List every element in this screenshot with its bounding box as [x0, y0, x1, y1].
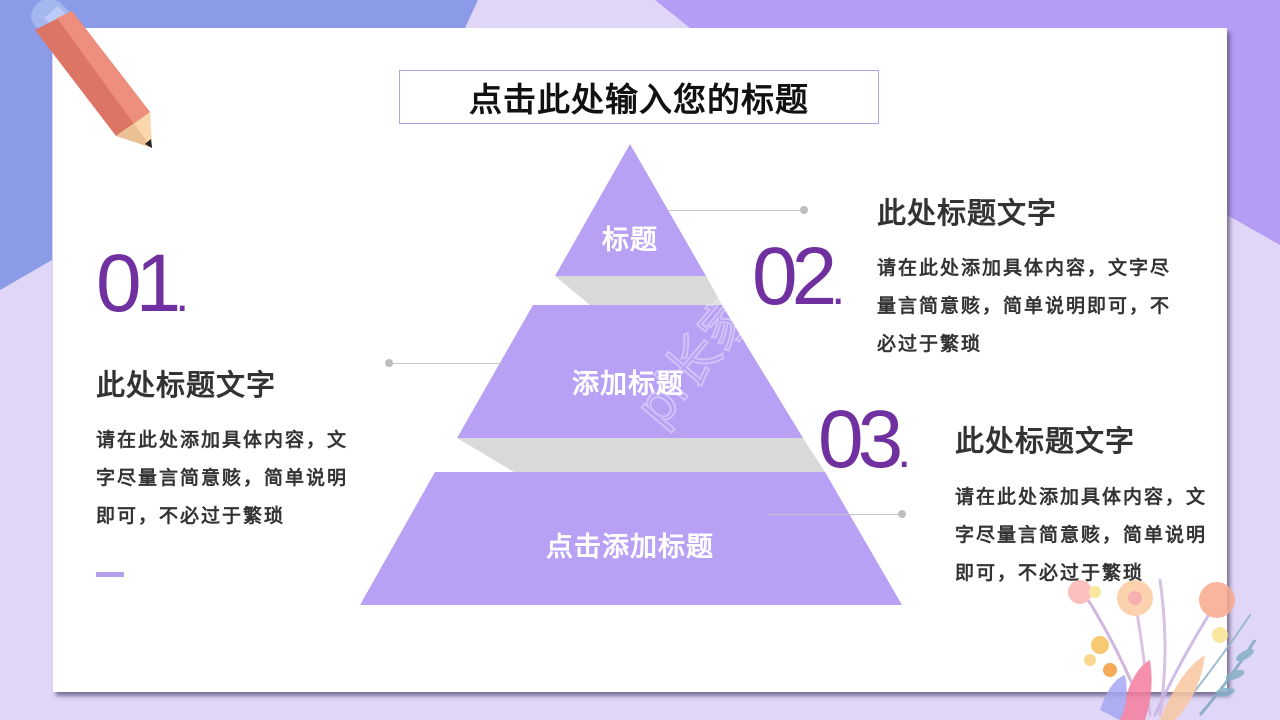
- pyramid-tier-1: [555, 144, 706, 276]
- flower-bouquet-icon: [1068, 578, 1257, 720]
- connector-dot-2: [385, 359, 393, 367]
- item-1-number: 01.: [96, 243, 189, 325]
- pyramid-tier-3-label[interactable]: 点击添加标题: [546, 532, 714, 563]
- item-3-line-2: 字尽量言简意赅，简单说明: [955, 524, 1208, 546]
- pyramid-band-1: [555, 276, 722, 305]
- item-1-body[interactable]: 请在此处添加具体内容，文 字尽量言简意赅，简单说明 即可，不必过于繁琐: [96, 421, 376, 535]
- item-3-number: 03.: [818, 399, 911, 481]
- item-2-body[interactable]: 请在此处添加具体内容，文字尽 量言简意赅，简单说明即可，不 必过于繁琐: [877, 249, 1207, 363]
- item-3-line-3: 即可，不必过于繁琐: [955, 562, 1145, 584]
- item-2-number-dot: .: [831, 259, 846, 315]
- item-3-body[interactable]: 请在此处添加具体内容，文 字尽量言简意赅，简单说明 即可，不必过于繁琐: [955, 478, 1235, 592]
- pyramid-tier-2: [457, 305, 803, 438]
- connector-dot-3: [898, 510, 906, 518]
- item-3-heading[interactable]: 此处标题文字: [955, 424, 1136, 458]
- item-2-number-text: 02: [752, 231, 837, 322]
- item-3-line-1: 请在此处添加具体内容，文: [955, 486, 1208, 508]
- connector-line-2: [390, 363, 502, 364]
- item-1-line-1: 请在此处添加具体内容，文: [96, 429, 349, 451]
- item-2-line-3: 必过于繁琐: [877, 333, 983, 355]
- slide-title: 点击此处输入您的标题: [469, 80, 809, 119]
- item-1-line-3: 即可，不必过于繁琐: [96, 505, 286, 527]
- connector-line-3: [768, 514, 902, 515]
- pyramid-band-2: [457, 438, 825, 472]
- accent-dash: [96, 572, 124, 577]
- item-2-line-1: 请在此处添加具体内容，文字尽: [877, 257, 1172, 279]
- pencil-icon: [31, 0, 152, 148]
- item-1-line-2: 字尽量言简意赅，简单说明: [96, 467, 349, 489]
- item-1-heading[interactable]: 此处标题文字: [96, 368, 277, 402]
- item-1-number-text: 01: [96, 238, 181, 329]
- pyramid-tier-2-label[interactable]: 添加标题: [572, 369, 684, 400]
- connector-dot-1: [800, 206, 808, 214]
- item-3-number-text: 03: [818, 394, 903, 485]
- item-1-number-dot: .: [175, 266, 190, 322]
- item-2-line-2: 量言简意赅，简单说明即可，不: [877, 295, 1172, 317]
- pyramid-tier-1-label[interactable]: 标题: [602, 225, 658, 256]
- item-2-number: 02.: [752, 236, 845, 318]
- pyramid-tier-3: [360, 472, 902, 605]
- connector-line-1: [668, 210, 804, 211]
- item-2-heading[interactable]: 此处标题文字: [877, 196, 1058, 230]
- item-3-number-dot: .: [897, 422, 912, 478]
- slide-title-box[interactable]: 点击此处输入您的标题: [399, 70, 879, 124]
